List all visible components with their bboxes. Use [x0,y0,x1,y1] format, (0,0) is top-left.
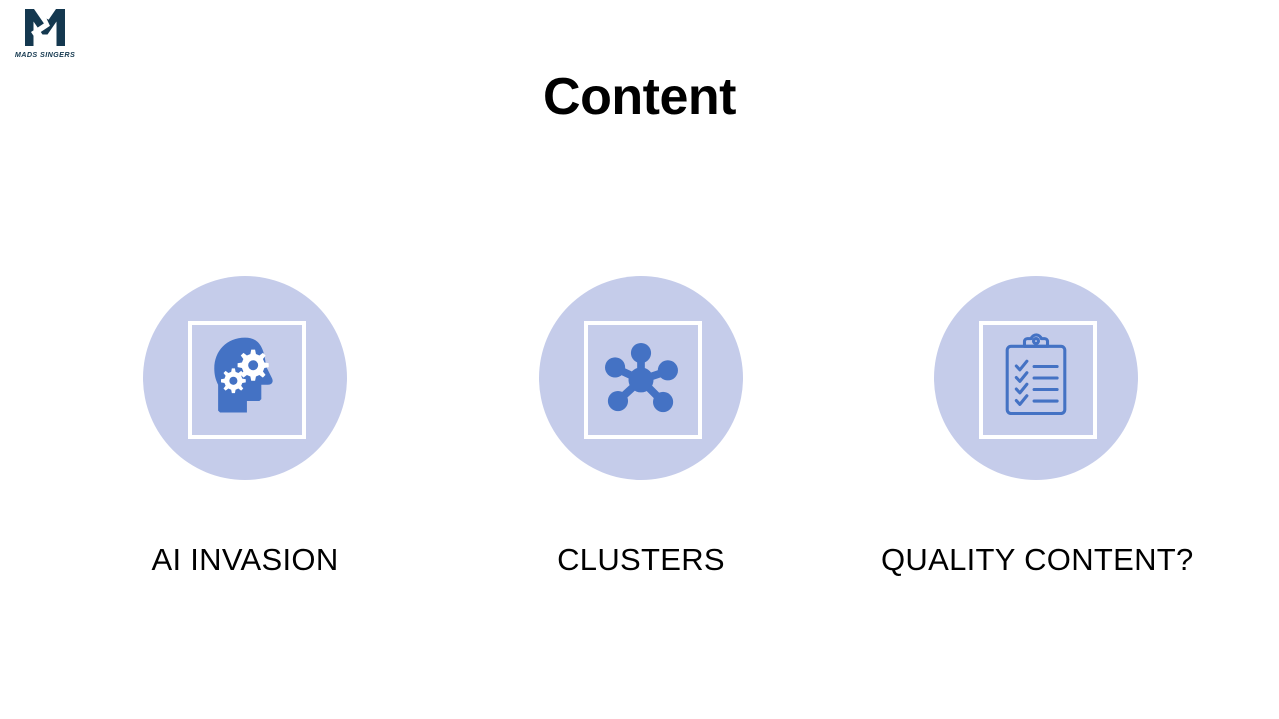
hub-node [628,367,654,393]
node-upper-left [605,357,626,378]
card-label: AI INVASION [151,542,339,577]
card-label: CLUSTERS [557,542,725,577]
mads-singers-m-logo-icon [25,9,65,46]
icon-circle [934,276,1138,480]
brand-wordmark: MADS SINGERS [14,50,76,59]
head-with-gears-icon [214,337,273,413]
icon-circle [539,276,743,480]
card-clusters[interactable]: CLUSTERS [486,276,796,578]
network-cluster-icon [605,342,678,413]
clip-hole [1031,337,1041,346]
card-ai-invasion[interactable]: AI INVASION [90,276,400,578]
icon-circle [143,276,347,480]
card-label: QUALITY CONTENT? [881,542,1194,577]
node-lower-left [607,390,629,412]
icon-frame [584,321,702,439]
node-upper-right [657,360,678,381]
card-quality-content[interactable]: QUALITY CONTENT? [881,276,1194,578]
icon-frame [979,321,1097,439]
clipboard-clip [1022,333,1050,348]
clipboard-checklist-icon [1005,333,1067,416]
node-lower-right [653,391,674,413]
content-cards-row: AI INVASION [0,276,1279,606]
clipboard-body [1005,344,1067,416]
icon-frame [188,321,306,439]
brand-logo: MADS SINGERS [10,6,80,68]
page-title: Content [543,68,736,126]
node-top [630,342,652,364]
